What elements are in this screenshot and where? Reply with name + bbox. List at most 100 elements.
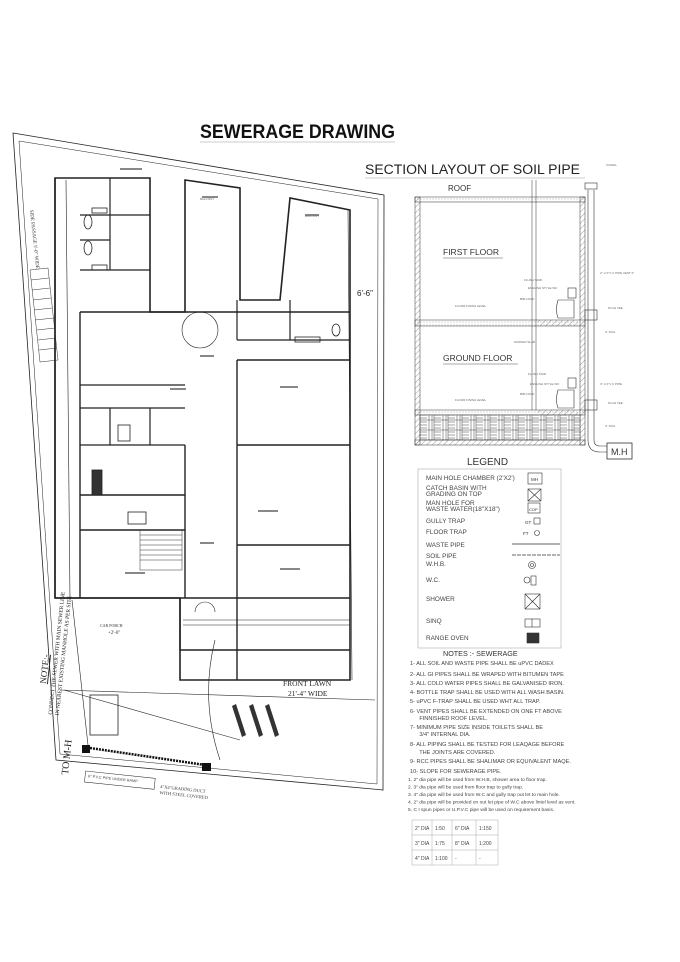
pipe-under-ramp-label: 6" P.V.C PIPE UNDER RAMP [88, 774, 138, 783]
svg-text:4" SOIL: 4" SOIL [605, 330, 616, 334]
vent-pipe [587, 190, 607, 453]
legend-item-label: W.C. [426, 577, 440, 584]
slope-table-cell: 2" DIA [415, 826, 430, 832]
slope-table-cell: 3" DIA [415, 841, 430, 847]
slope-table: 2" DIA 1:50 6" DIA 1:150 3" DIA 1:75 8" DIA 1:2… [411, 819, 499, 866]
note-item: 4- BOTTLE TRAP SHALL BE USED WITH ALL WA… [410, 690, 565, 696]
note-item: 3/4" INTERNAL DIA. [410, 732, 471, 738]
svg-text:PLUG TEE: PLUG TEE [608, 306, 623, 310]
slope-table-cell: 8" DIA [455, 841, 470, 847]
svg-text:GT: GT [525, 520, 532, 525]
grading-duct-label: 4"X4"GRADING DUCT [160, 784, 206, 794]
main-hole [82, 745, 90, 753]
svg-text:BIB COCK: BIB COCK [520, 392, 534, 396]
side-stair [29, 267, 59, 363]
slope-table-cell: 1:50 [435, 826, 445, 832]
svg-text:ENGLISH STYLE WC: ENGLISH STYLE WC [528, 286, 558, 290]
legend-item-label: MAIN HOLE CHAMBER (2'X2') [426, 475, 515, 482]
slope-table-cell: 6" DIA [455, 826, 470, 832]
note-sub-item: 2. 3" dia pipe will be used from floor t… [408, 785, 523, 791]
front-lawn-label: FRONT LAWN [283, 679, 332, 688]
slope-table-cell: 1:75 [435, 841, 445, 847]
car-porch-label: CAR PORCH [100, 623, 123, 628]
slope-table-cell: - [479, 856, 481, 862]
note-item: 1- ALL SOIL AND WASTE PIPE SHALL BE uPVC… [410, 661, 554, 667]
svg-text:FT: FT [523, 531, 529, 536]
legend-item-label: CATCH BASIN WITH [426, 485, 487, 492]
toilet-fixtures [83, 207, 341, 525]
svg-text:FLOOR FINISH LEVEL: FLOOR FINISH LEVEL [455, 304, 487, 308]
section-title: SECTION LAYOUT OF SOIL PIPE [365, 162, 580, 177]
svg-text:SUNKEN SLAB: SUNKEN SLAB [514, 340, 535, 344]
mh-box [606, 442, 633, 460]
legend-item-label: WASTE PIPE [426, 542, 465, 549]
svg-text:4" SOIL: 4" SOIL [605, 424, 616, 428]
svg-text:2" U P V C PIPE VENT P: 2" U P V C PIPE VENT P [600, 271, 634, 275]
note-sub-item: 1. 2" dia pipe will be used from W.H.B, … [408, 777, 547, 783]
note-sub-item: 3. 4" dia pipe will be used from W.C and… [408, 792, 560, 798]
sewer-note: NOTE:- CONNECT THE SEWER WITH MAIN SEWER… [38, 591, 73, 716]
svg-text:BIB COCK: BIB COCK [520, 297, 534, 301]
svg-text:MH: MH [531, 477, 538, 482]
first-floor-label: FIRST FLOOR [443, 247, 499, 257]
note-item: THE JOINTS ARE COVERED. [410, 750, 496, 756]
slope-table-cell: 1:200 [479, 841, 492, 847]
legend-item-label: SOIL PIPE [426, 553, 457, 560]
note-item: 8- ALL PIPING SHALL BE TESTED FOR LEAQAG… [410, 742, 565, 748]
note-item: 7- MINIMUM PIPE SIZE INSIDE TOILETS SHAL… [410, 725, 543, 731]
legend-title: LEGEND [467, 457, 508, 468]
roof-label: ROOF [448, 184, 471, 193]
ground-floor-label: GROUND FLOOR [443, 353, 512, 363]
note-item: FINNISHED ROOF LEVEL. [410, 716, 488, 722]
svg-text:4" U P V C PIPE: 4" U P V C PIPE [600, 382, 622, 386]
note-item: 5- uPVC F-TRAP SHALL BE USED WHT ALL TRA… [410, 699, 541, 705]
legend-item-label: SHOWER [426, 596, 455, 603]
svg-text:COWAL: COWAL [606, 163, 617, 167]
legend-item-label: W.H.B. [426, 561, 446, 568]
car-porch-level: +2'-0" [108, 631, 120, 636]
slope-table-cell: 4" DIA [415, 856, 430, 862]
note-item: 6- VENT PIPES SHALL BE EXTENDED ON ONE F… [410, 709, 562, 715]
svg-text:COP: COP [529, 507, 538, 512]
section-layout: SECTION LAYOUT OF SOIL PIPE ROOF M.H FIR… [365, 162, 634, 460]
legend-item-label: MAN HOLE FOR [426, 500, 475, 507]
svg-text:NOTE:-: NOTE:- [38, 654, 51, 684]
svg-text:PLUG TEE: PLUG TEE [608, 401, 623, 405]
plot-boundary [12, 132, 385, 791]
svg-text:FLUSH TANK: FLUSH TANK [524, 278, 542, 282]
note-item: 9- RCC PIPES SHALL BE SHALIMAR OR EQUIVA… [410, 759, 571, 765]
svg-text:ENGLISH STYLE WC: ENGLISH STYLE WC [530, 382, 560, 386]
svg-text:M.H: M.H [611, 447, 628, 457]
floor-plan: BALCONY BALCONY 6'-6" SIDE PASSAGE 5'-0"… [12, 132, 385, 800]
legend-item-label: RANGE OVEN [426, 635, 469, 642]
staircase [139, 529, 183, 571]
front-lawn-width: 21'-4" WIDE [288, 689, 328, 698]
notes-title: NOTES :- SEWERAGE [443, 649, 518, 658]
legend: LEGEND MAIN HOLE CHAMBER (2'X2') CATCH BA… [417, 457, 562, 649]
svg-text:FLOOR FINISH LEVEL: FLOOR FINISH LEVEL [455, 398, 487, 402]
parking-marks [232, 704, 279, 737]
slope-table-cell: - [455, 856, 457, 862]
note-sub-item: 4. 2" dia pipe will be provided on out l… [408, 800, 576, 806]
svg-text:GRADING ON TOP: GRADING ON TOP [426, 491, 482, 498]
legend-item-label: GULLY TRAP [426, 518, 465, 525]
legend-item-label: FLOOR TRAP [426, 529, 467, 536]
balcony-label: BALCONY [200, 197, 214, 201]
grading-duct [89, 746, 206, 767]
svg-text:FLUSH TANK: FLUSH TANK [528, 372, 546, 376]
legend-item-label: SINQ [426, 618, 442, 625]
main-hole [202, 763, 211, 771]
svg-text:WASTE WATER(18"X18"): WASTE WATER(18"X18") [426, 506, 500, 513]
notes: NOTES :- SEWERAGE 1- ALL SOIL AND WASTE … [408, 649, 576, 813]
note-item: 3- ALL COLD WATER PIPES SHALL BE GALVANI… [410, 681, 564, 687]
balcony-label: BALCONY [305, 214, 319, 218]
to-mh-label: TO M-H [60, 739, 75, 775]
sewer-lines [59, 179, 376, 746]
side-passage-label: SIDE PASSAGE 5'-0" WIDE [28, 210, 39, 269]
note-item: 10- SLOPE FOR SEWERAGE PIPE. [410, 769, 502, 775]
slope-table-cell: 1:100 [435, 856, 448, 862]
slope-table-cell: 1:150 [479, 826, 492, 832]
dimension-6-6: 6'-6" [357, 289, 373, 298]
drawing-title: SEWERAGE DRAWING [200, 122, 395, 143]
